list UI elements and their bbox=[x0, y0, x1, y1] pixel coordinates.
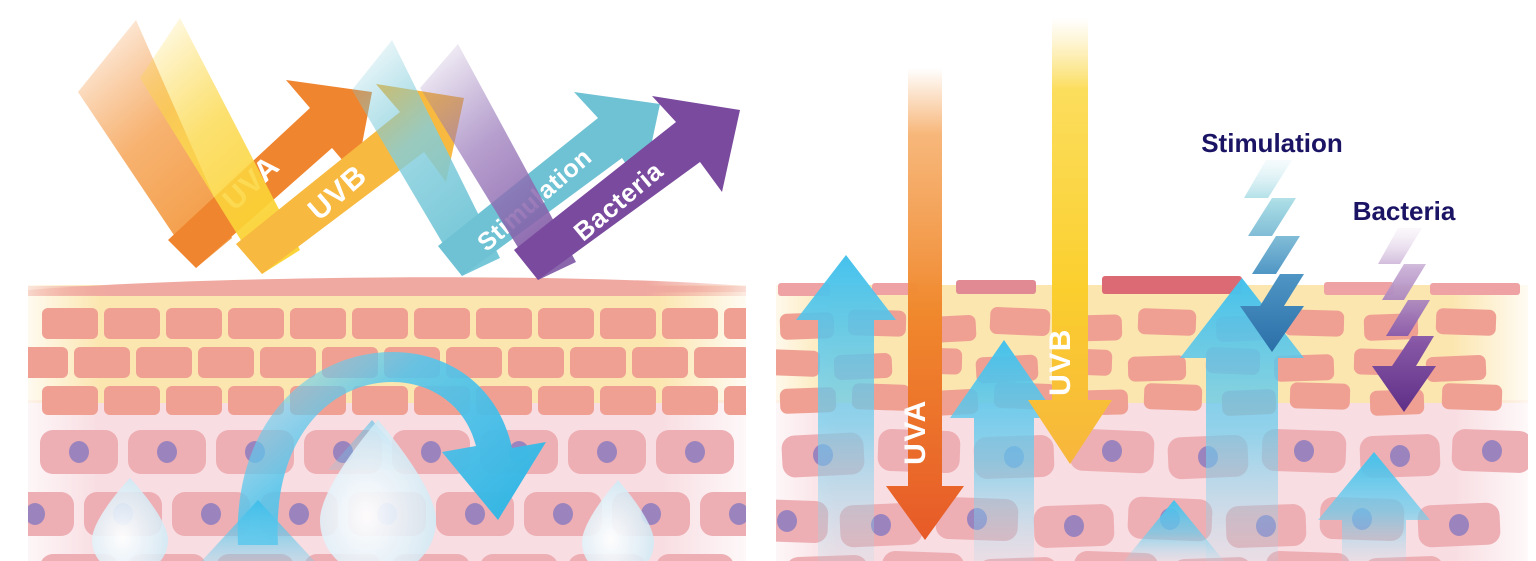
stimulation-label-right: Stimulation bbox=[1201, 128, 1343, 158]
escaping-arrow bbox=[796, 255, 896, 561]
droplet bbox=[582, 480, 654, 561]
escaping-arrow bbox=[1124, 500, 1224, 561]
stimulation-incoming-beam-left bbox=[352, 40, 500, 276]
uva-arrow-right bbox=[886, 68, 964, 540]
bacteria-zigzag-arrow-right bbox=[1372, 228, 1436, 412]
droplet bbox=[320, 420, 436, 561]
brick-rows-left bbox=[28, 308, 746, 561]
uvb-arrow-right bbox=[1028, 18, 1112, 464]
uva-reflected-arrow-left bbox=[168, 80, 372, 268]
escaping-arrow bbox=[950, 340, 1058, 561]
panel-protected-skin: UVA UVB Stimulation bbox=[0, 0, 760, 561]
uva-incoming-beam-left bbox=[78, 20, 232, 268]
stimulation-reflected-arrow-left bbox=[438, 92, 660, 276]
skin-cross-section-right: UVA UVB Stimulation Bacteria bbox=[776, 18, 1528, 561]
uva-label-right: UVA bbox=[899, 399, 932, 465]
stratum-corneum-layer bbox=[28, 285, 746, 403]
uvb-incoming-beam-left bbox=[140, 18, 300, 274]
bacteria-label-right: Bacteria bbox=[1353, 196, 1456, 226]
droplet bbox=[92, 478, 168, 561]
bacteria-reflected-arrow-left bbox=[514, 96, 740, 280]
moisture-retention-arrow bbox=[237, 352, 546, 545]
skin-surface-broken bbox=[778, 276, 1520, 296]
water-droplets-left bbox=[92, 420, 654, 561]
escaping-arrow bbox=[1318, 452, 1430, 561]
panel-damaged-skin: UVA UVB Stimulation Bacteria bbox=[776, 0, 1536, 561]
skin-cross-section-left bbox=[28, 277, 746, 561]
stimulation-zigzag-arrow-right bbox=[1240, 160, 1304, 352]
bacteria-incoming-beam-left bbox=[420, 44, 576, 280]
uvb-label-right: UVB bbox=[1044, 328, 1077, 396]
